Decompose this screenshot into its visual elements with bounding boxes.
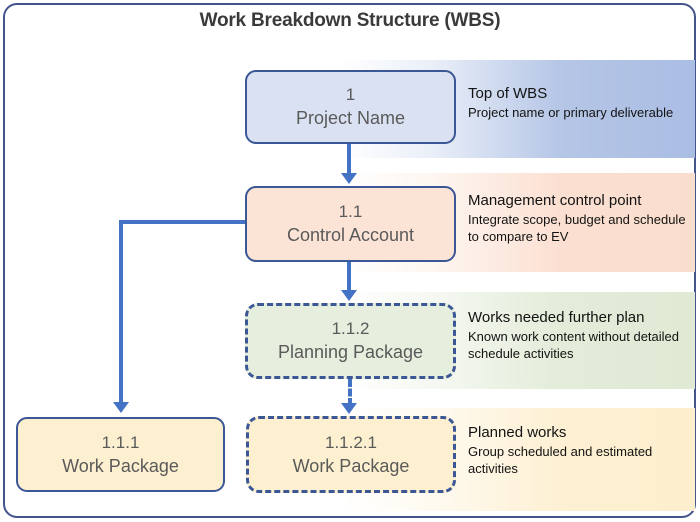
wbs-node-work-package-2-number: 1.1.2.1 [325, 432, 377, 452]
arrowhead-project-to-control-account [341, 173, 357, 184]
wbs-node-work-package-1-name: Work Package [62, 455, 179, 476]
description-works-needed-further-plan: Works needed further plan Known work con… [468, 308, 690, 362]
description-management-control-point-heading: Management control point [468, 192, 642, 209]
description-planned-works: Planned works Group scheduled and estima… [468, 423, 690, 477]
wbs-node-work-package-1-number: 1.1.1 [101, 432, 140, 452]
wbs-node-planning-package[interactable]: 1.1.2 Planning Package [245, 303, 456, 379]
wbs-node-control-account-name: Control Account [286, 225, 415, 245]
description-top-of-wbs: Top of WBS Project name or primary deliv… [468, 84, 690, 121]
wbs-node-project-number: 1 [345, 85, 356, 104]
connector-control-account-to-planning-package [347, 262, 351, 292]
arrowhead-planning-package-to-work-package-2 [341, 403, 357, 414]
connector-project-to-control-account [347, 144, 351, 175]
description-works-needed-further-plan-heading: Works needed further plan [468, 309, 645, 326]
wbs-node-work-package-2-name: Work Package [292, 455, 410, 476]
description-planned-works-heading: Planned works [468, 424, 567, 441]
description-planned-works-body: Group scheduled and estimated activities [468, 444, 653, 476]
connector-control-account-to-work-package-1-horizontal [119, 220, 247, 224]
arrowhead-control-account-to-work-package-1 [113, 402, 129, 413]
arrowhead-control-account-to-planning-package [341, 290, 357, 301]
description-management-control-point: Management control point Integrate scope… [468, 191, 690, 245]
wbs-node-control-account[interactable]: 1.1 Control Account [245, 186, 456, 262]
wbs-node-planning-package-number: 1.1.2 [331, 319, 370, 338]
description-management-control-point-body: Integrate scope, budget and schedule to … [468, 212, 686, 244]
connector-control-account-to-work-package-1-vertical [119, 220, 123, 404]
description-top-of-wbs-heading: Top of WBS [468, 85, 548, 102]
description-top-of-wbs-body: Project name or primary deliverable [468, 105, 674, 120]
page-title: Work Breakdown Structure (WBS) [199, 10, 501, 31]
description-works-needed-further-plan-body: Known work content without detailed sche… [468, 329, 680, 361]
wbs-node-planning-package-name: Planning Package [277, 342, 424, 362]
wbs-node-project-name: Project Name [295, 108, 406, 128]
wbs-node-project[interactable]: 1 Project Name [245, 70, 456, 144]
wbs-node-control-account-number: 1.1 [338, 202, 363, 221]
connector-planning-package-to-work-package-2 [348, 379, 352, 406]
wbs-node-work-package-1[interactable]: 1.1.1 Work Package [16, 417, 225, 492]
wbs-node-work-package-2[interactable]: 1.1.2.1 Work Package [246, 416, 456, 493]
